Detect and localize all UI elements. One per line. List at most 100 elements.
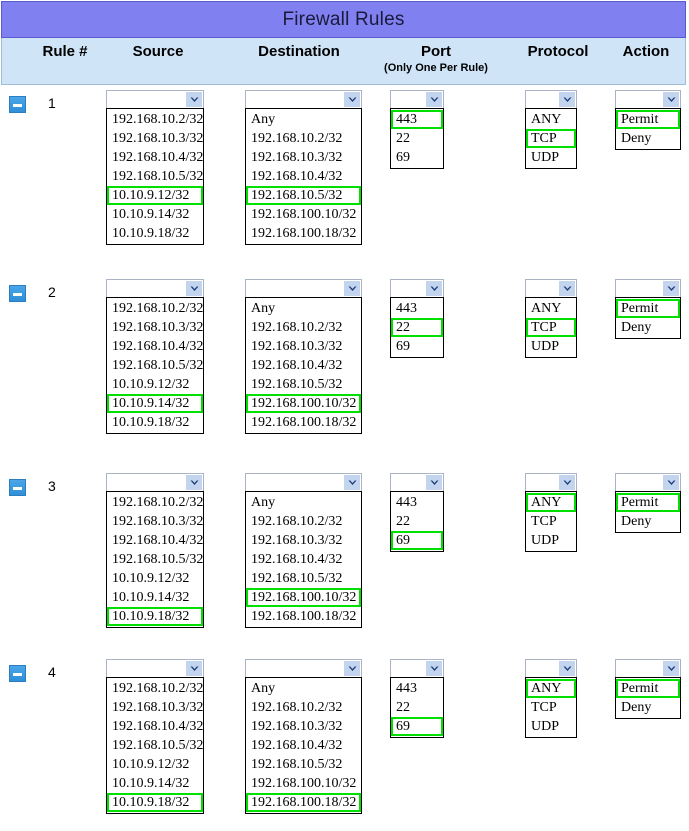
- option-item[interactable]: UDP: [531, 339, 560, 354]
- option-item[interactable]: TCP: [531, 514, 557, 529]
- chevron-down-icon[interactable]: [662, 281, 679, 296]
- option-item[interactable]: Permit: [616, 110, 680, 129]
- option-item[interactable]: 192.168.10.3/32: [112, 514, 204, 529]
- option-item[interactable]: Deny: [621, 514, 652, 529]
- option-item[interactable]: UDP: [531, 533, 560, 548]
- option-item[interactable]: Any: [251, 495, 276, 510]
- option-item[interactable]: 192.168.100.18/32: [246, 793, 361, 812]
- option-item[interactable]: 443: [391, 110, 443, 129]
- option-item[interactable]: 192.168.10.5/32: [112, 552, 204, 567]
- option-item[interactable]: 10.10.9.18/32: [112, 415, 190, 430]
- option-item[interactable]: 192.168.10.2/32: [112, 681, 204, 696]
- option-item[interactable]: 192.168.10.5/32: [112, 738, 204, 753]
- chevron-down-icon[interactable]: [185, 281, 202, 296]
- select-destination-field[interactable]: [245, 473, 362, 492]
- option-item[interactable]: ANY: [531, 301, 562, 316]
- select-action-field[interactable]: [615, 279, 681, 298]
- chevron-down-icon[interactable]: [343, 92, 360, 107]
- option-item[interactable]: 69: [391, 717, 443, 736]
- option-item[interactable]: 22: [396, 700, 410, 715]
- select-protocol-field[interactable]: [525, 659, 577, 678]
- option-item[interactable]: Permit: [616, 493, 680, 512]
- option-item[interactable]: TCP: [526, 318, 576, 337]
- select-source-field[interactable]: [106, 659, 204, 678]
- chevron-down-icon[interactable]: [425, 661, 442, 676]
- select-source-field[interactable]: [106, 90, 204, 109]
- option-item[interactable]: 22: [396, 131, 410, 146]
- option-item[interactable]: 192.168.100.10/32: [246, 394, 361, 413]
- option-item[interactable]: 192.168.10.4/32: [112, 150, 204, 165]
- option-item[interactable]: 192.168.10.3/32: [251, 719, 343, 734]
- option-item[interactable]: 192.168.100.10/32: [251, 776, 357, 791]
- option-item[interactable]: 192.168.100.18/32: [251, 226, 357, 241]
- option-item[interactable]: Permit: [616, 679, 680, 698]
- select-destination-field[interactable]: [245, 279, 362, 298]
- chevron-down-icon[interactable]: [185, 92, 202, 107]
- chevron-down-icon[interactable]: [558, 475, 575, 490]
- option-item[interactable]: 192.168.10.5/32: [251, 377, 343, 392]
- option-item[interactable]: 192.168.100.10/32: [246, 588, 361, 607]
- chevron-down-icon[interactable]: [662, 661, 679, 676]
- option-item[interactable]: 192.168.10.4/32: [112, 533, 204, 548]
- option-item[interactable]: 192.168.10.2/32: [251, 514, 343, 529]
- option-item[interactable]: 192.168.10.4/32: [251, 552, 343, 567]
- option-item[interactable]: 192.168.10.5/32: [112, 169, 204, 184]
- option-item[interactable]: 192.168.10.2/32: [251, 320, 343, 335]
- option-item[interactable]: 10.10.9.14/32: [112, 590, 190, 605]
- collapse-rule-button[interactable]: [9, 665, 26, 682]
- option-item[interactable]: TCP: [531, 700, 557, 715]
- option-item[interactable]: 192.168.10.3/32: [251, 150, 343, 165]
- option-item[interactable]: 69: [391, 531, 443, 550]
- option-item[interactable]: 192.168.10.2/32: [251, 700, 343, 715]
- chevron-down-icon[interactable]: [185, 475, 202, 490]
- select-port-field[interactable]: [390, 473, 444, 492]
- option-item[interactable]: 192.168.10.2/32: [112, 301, 204, 316]
- option-item[interactable]: 192.168.10.5/32: [251, 571, 343, 586]
- select-port-field[interactable]: [390, 90, 444, 109]
- collapse-rule-button[interactable]: [9, 479, 26, 496]
- select-action-field[interactable]: [615, 90, 681, 109]
- chevron-down-icon[interactable]: [185, 661, 202, 676]
- option-item[interactable]: 10.10.9.14/32: [107, 394, 203, 413]
- option-item[interactable]: 10.10.9.18/32: [107, 607, 203, 626]
- chevron-down-icon[interactable]: [662, 92, 679, 107]
- option-item[interactable]: 192.168.100.10/32: [251, 207, 357, 222]
- option-item[interactable]: ANY: [531, 112, 562, 127]
- option-item[interactable]: 192.168.10.4/32: [112, 719, 204, 734]
- option-item[interactable]: ANY: [526, 679, 576, 698]
- option-item[interactable]: 192.168.10.5/32: [112, 358, 204, 373]
- option-item[interactable]: 192.168.10.4/32: [251, 358, 343, 373]
- select-source-field[interactable]: [106, 279, 204, 298]
- option-item[interactable]: ANY: [526, 493, 576, 512]
- option-item[interactable]: 443: [396, 301, 417, 316]
- option-item[interactable]: Deny: [621, 131, 652, 146]
- select-protocol-field[interactable]: [525, 473, 577, 492]
- chevron-down-icon[interactable]: [425, 475, 442, 490]
- select-protocol-field[interactable]: [525, 90, 577, 109]
- select-port-field[interactable]: [390, 659, 444, 678]
- chevron-down-icon[interactable]: [558, 661, 575, 676]
- option-item[interactable]: 192.168.10.3/32: [112, 700, 204, 715]
- option-item[interactable]: 192.168.10.2/32: [112, 112, 204, 127]
- option-item[interactable]: 192.168.10.3/32: [251, 339, 343, 354]
- select-action-field[interactable]: [615, 473, 681, 492]
- option-item[interactable]: UDP: [531, 150, 560, 165]
- option-item[interactable]: Any: [251, 112, 276, 127]
- collapse-rule-button[interactable]: [9, 285, 26, 302]
- option-item[interactable]: 10.10.9.14/32: [112, 207, 190, 222]
- option-item[interactable]: 192.168.10.3/32: [251, 533, 343, 548]
- chevron-down-icon[interactable]: [425, 281, 442, 296]
- option-item[interactable]: 192.168.10.4/32: [251, 738, 343, 753]
- option-item[interactable]: Any: [251, 681, 276, 696]
- option-item[interactable]: 10.10.9.14/32: [112, 776, 190, 791]
- option-item[interactable]: 443: [396, 495, 417, 510]
- option-item[interactable]: Permit: [616, 299, 680, 318]
- select-destination-field[interactable]: [245, 90, 362, 109]
- option-item[interactable]: 10.10.9.18/32: [112, 226, 190, 241]
- select-destination-field[interactable]: [245, 659, 362, 678]
- option-item[interactable]: 192.168.10.3/32: [112, 131, 204, 146]
- chevron-down-icon[interactable]: [558, 92, 575, 107]
- option-item[interactable]: 192.168.100.18/32: [251, 415, 357, 430]
- select-port-field[interactable]: [390, 279, 444, 298]
- option-item[interactable]: TCP: [526, 129, 576, 148]
